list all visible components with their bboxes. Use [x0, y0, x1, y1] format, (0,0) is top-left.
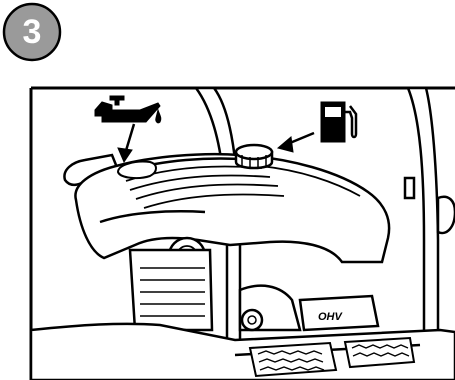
side-knob — [438, 197, 455, 233]
engine-lower-body — [130, 250, 300, 330]
oil-can-icon — [95, 96, 161, 123]
tread-pad-left — [250, 343, 336, 376]
engine-brand-label: OHV — [318, 311, 344, 323]
fuel-cap — [236, 145, 272, 168]
oil-arrow — [118, 124, 134, 162]
fuel-pump-icon — [321, 102, 356, 142]
fuel-arrow — [278, 133, 314, 152]
tread-pad-right — [345, 338, 414, 367]
